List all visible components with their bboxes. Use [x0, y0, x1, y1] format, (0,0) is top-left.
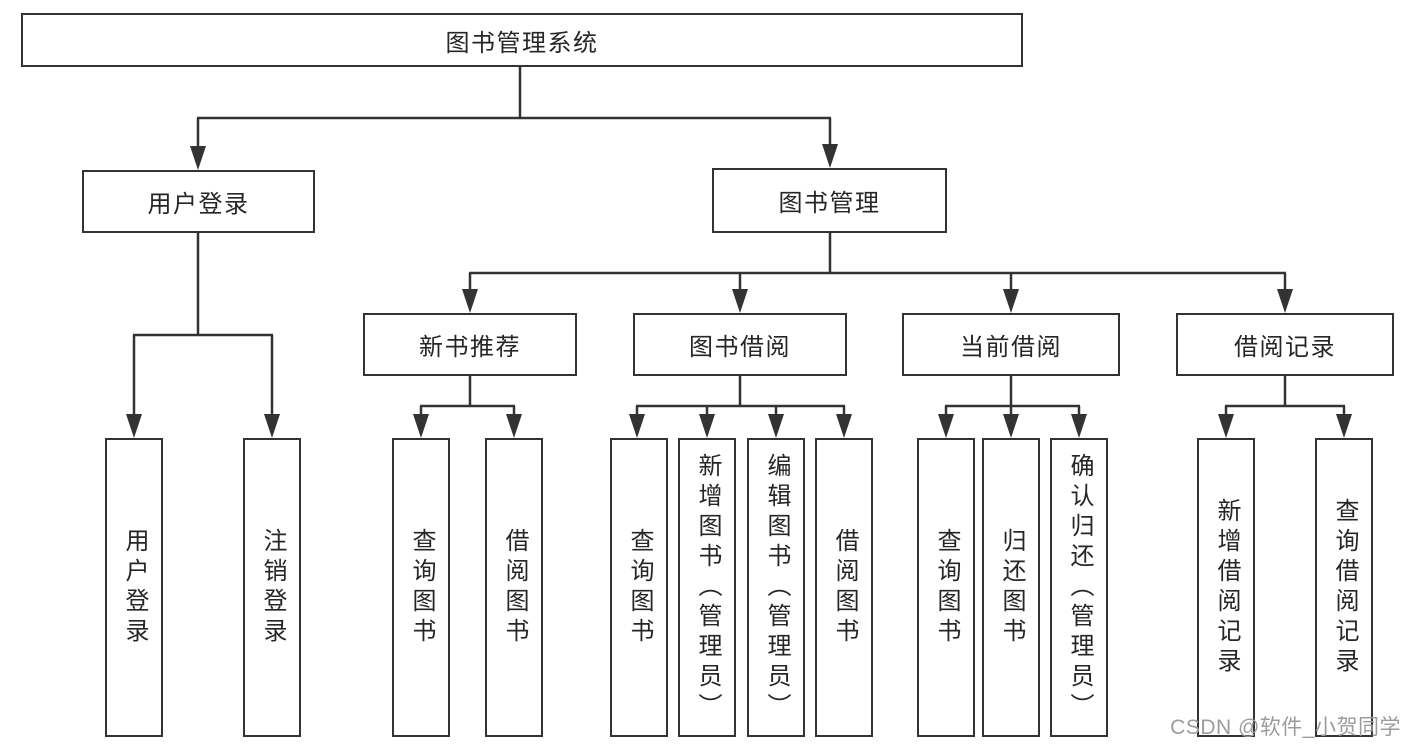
leaf-query-books-recommend: 查询图书: [392, 438, 450, 737]
leaf-edit-books-admin-label: 编辑图书（管理员）: [763, 452, 790, 723]
leaf-add-borrow-record-label: 新增借阅记录: [1213, 497, 1240, 678]
leaf-borrow-books-borrowing: 借阅图书: [815, 438, 873, 737]
leaf-edit-books-admin: 编辑图书（管理员）: [747, 438, 805, 737]
leaf-query-borrow-record: 查询借阅记录: [1315, 438, 1373, 737]
leaf-borrow-books-recommend: 借阅图书: [485, 438, 543, 737]
node-book-borrowing: 图书借阅: [633, 313, 847, 376]
node-borrowing-records: 借阅记录: [1176, 313, 1394, 376]
leaf-borrow-books-borrowing-label: 借阅图书: [831, 527, 858, 648]
leaf-add-borrow-record: 新增借阅记录: [1197, 438, 1255, 737]
leaf-logout-login: 注销登录: [243, 438, 301, 737]
leaf-add-books-admin: 新增图书（管理员）: [678, 438, 736, 737]
csdn-watermark: CSDN @软件_小贺同学: [1170, 716, 1401, 739]
leaf-borrow-books-recommend-label: 借阅图书: [501, 527, 528, 648]
leaf-user-login-label: 用户登录: [121, 527, 148, 648]
leaf-return-books-label: 归还图书: [998, 527, 1025, 648]
leaf-query-books-borrowing: 查询图书: [610, 438, 668, 737]
leaf-query-books-recommend-label: 查询图书: [408, 527, 435, 648]
leaf-confirm-return-admin-label: 确认归还（管理员）: [1066, 452, 1093, 723]
node-library-system: 图书管理系统: [21, 13, 1023, 67]
leaf-query-books-borrowing-label: 查询图书: [626, 527, 653, 648]
node-book-management: 图书管理: [712, 168, 947, 233]
leaf-return-books: 归还图书: [982, 438, 1040, 737]
leaf-query-books-current: 查询图书: [917, 438, 975, 737]
leaf-add-books-admin-label: 新增图书（管理员）: [694, 452, 721, 723]
node-user-login: 用户登录: [82, 170, 315, 233]
leaf-confirm-return-admin: 确认归还（管理员）: [1050, 438, 1108, 737]
leaf-logout-login-label: 注销登录: [259, 527, 286, 648]
leaf-query-books-current-label: 查询图书: [933, 527, 960, 648]
node-new-book-recommendation: 新书推荐: [363, 313, 577, 376]
node-current-borrowing: 当前借阅: [902, 313, 1120, 376]
leaf-query-borrow-record-label: 查询借阅记录: [1331, 497, 1358, 678]
leaf-user-login: 用户登录: [105, 438, 163, 737]
